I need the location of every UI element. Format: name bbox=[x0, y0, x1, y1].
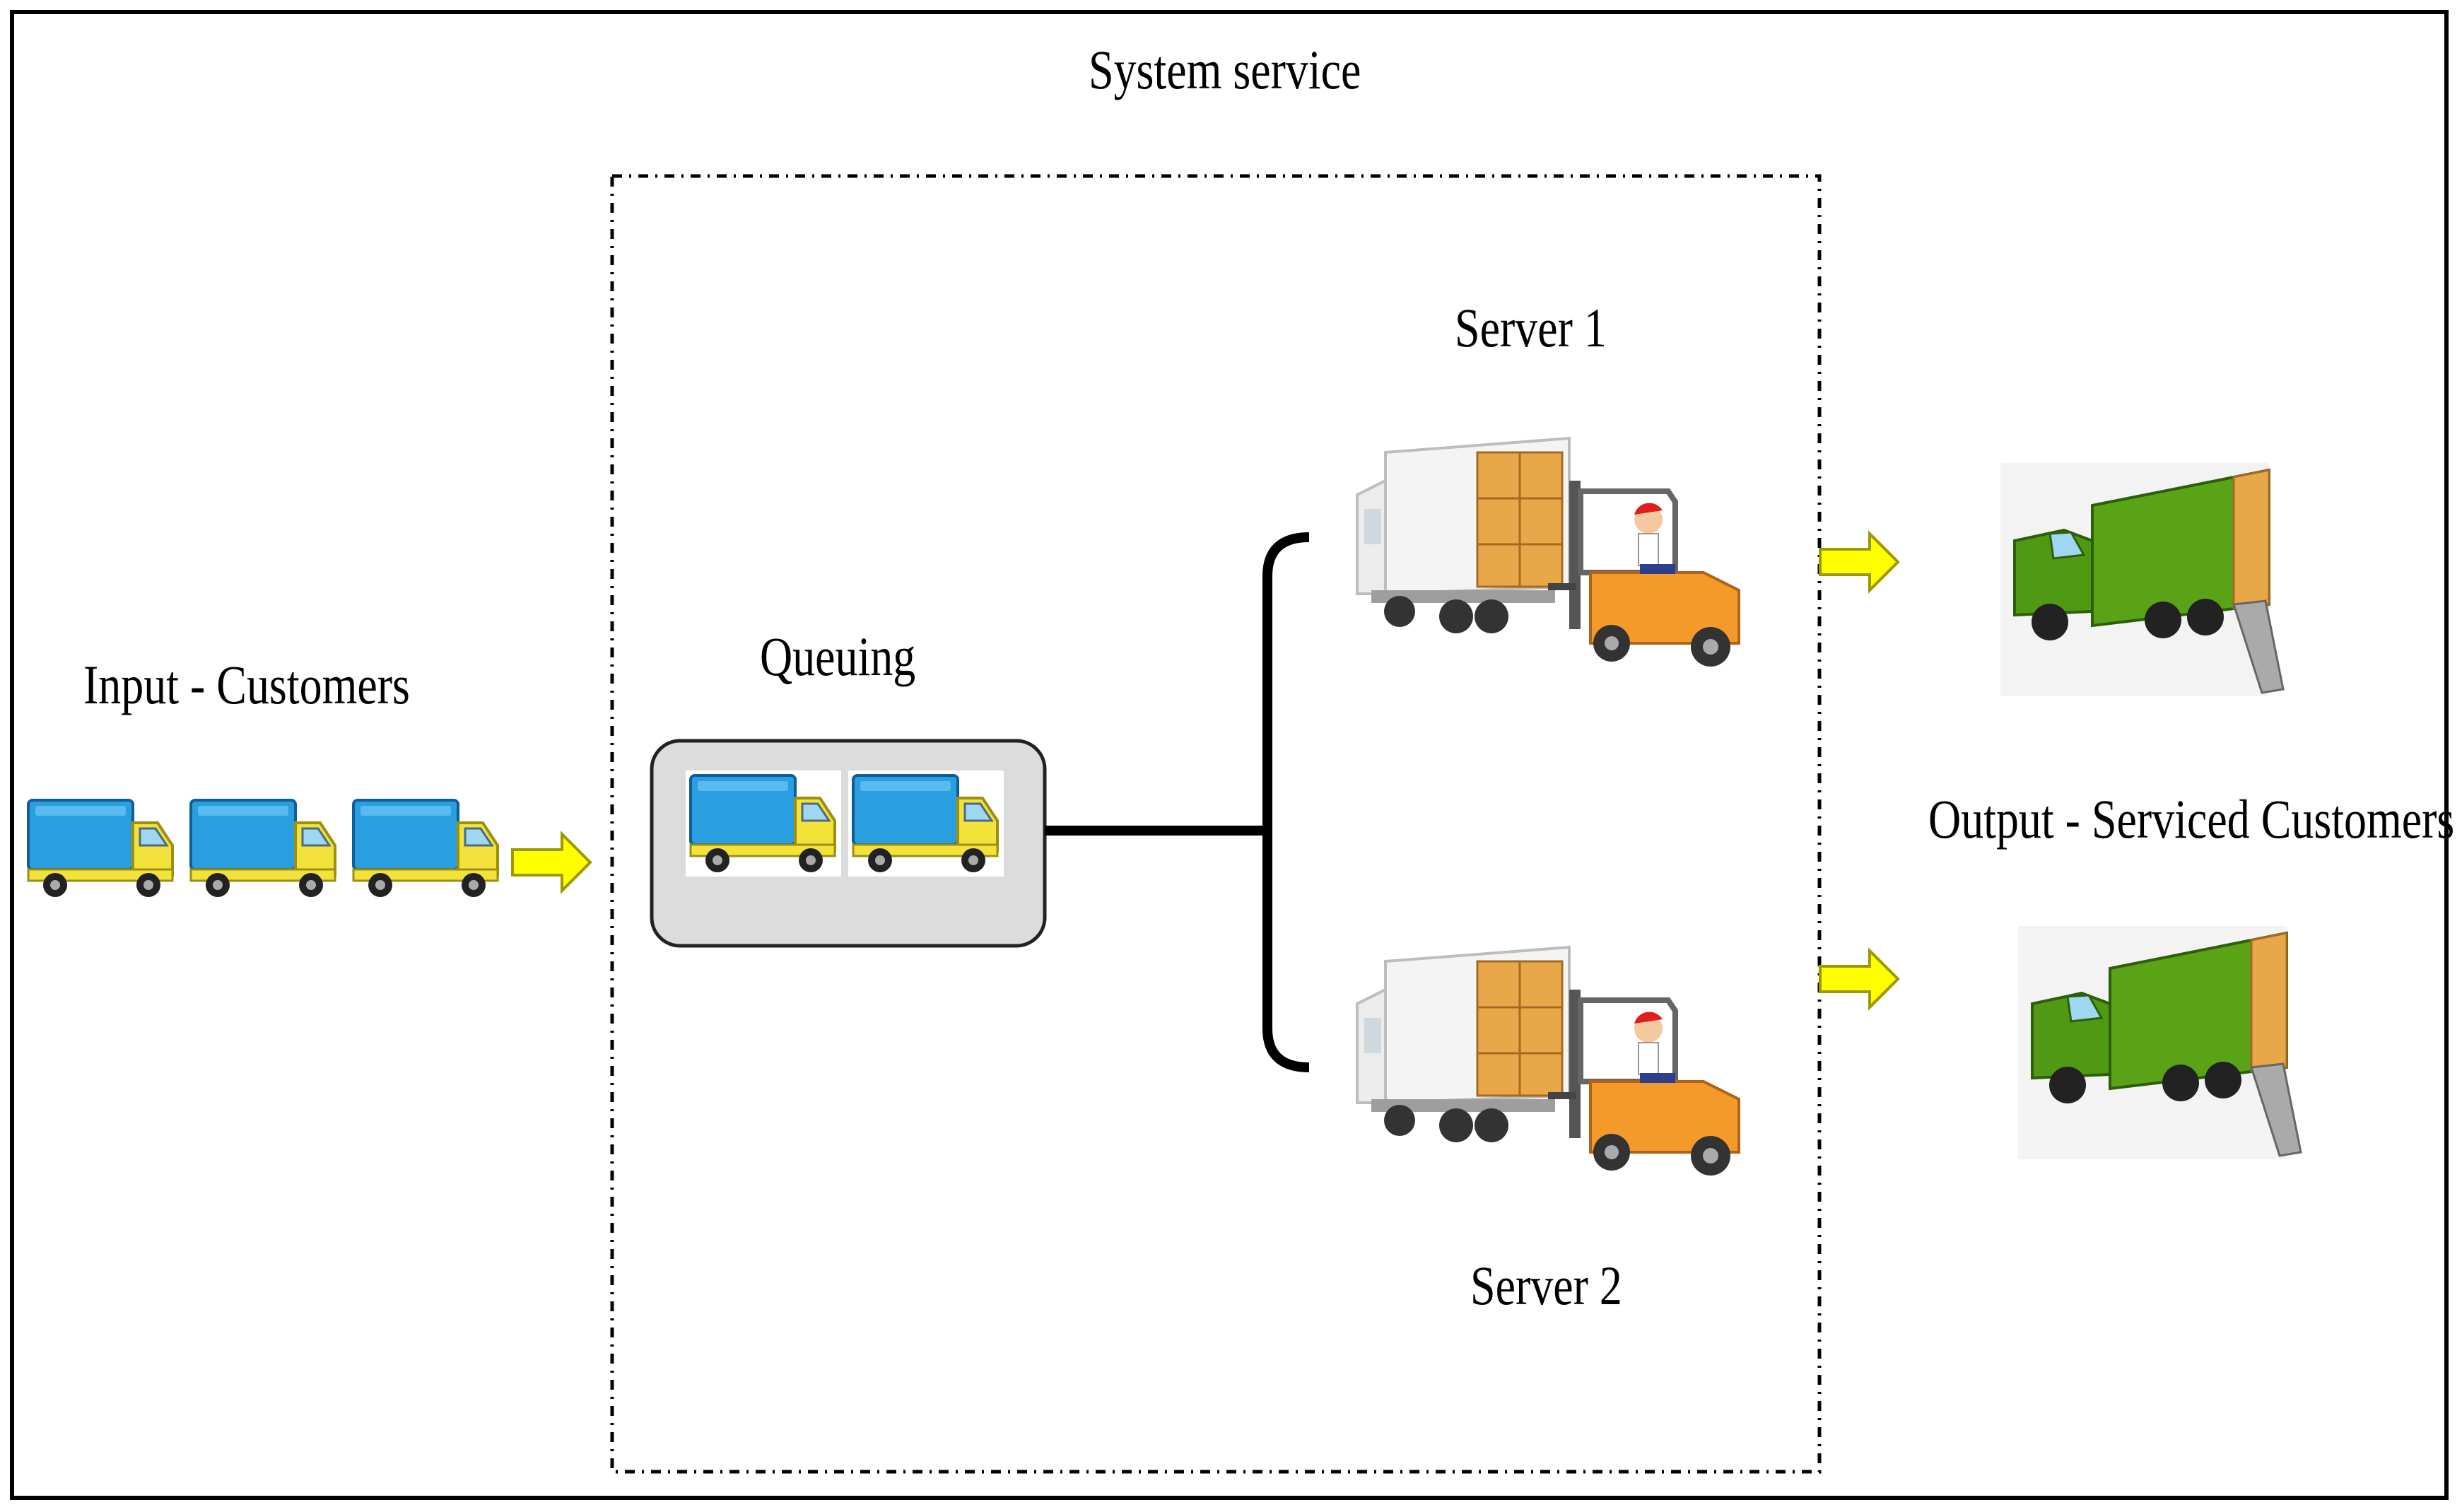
server-1-label: Server 1 bbox=[1455, 297, 1607, 358]
output-label: Output - Serviced Customers bbox=[1928, 788, 2455, 850]
system-service-title: System service bbox=[1089, 39, 1361, 100]
server-2-label: Server 2 bbox=[1470, 1255, 1622, 1316]
serviced-truck-icon bbox=[2017, 925, 2302, 1161]
output-arrow-icon bbox=[1819, 532, 1899, 592]
server-1-forklift-icon bbox=[1357, 438, 1739, 667]
input-label: Input - Customers bbox=[83, 654, 410, 715]
server-bracket bbox=[1262, 532, 1310, 1072]
diagram-frame bbox=[10, 10, 2449, 1500]
input-truck-icon bbox=[189, 799, 336, 898]
server-2-forklift-icon bbox=[1357, 947, 1739, 1176]
input-truck-icon bbox=[27, 799, 174, 898]
input-arrow-icon bbox=[511, 833, 592, 892]
serviced-truck-icon bbox=[1999, 462, 2285, 698]
queuing-label: Queuing bbox=[760, 626, 916, 687]
output-arrow-icon bbox=[1819, 949, 1899, 1009]
input-truck-icon bbox=[352, 799, 499, 898]
system-boundary bbox=[610, 174, 1822, 1474]
